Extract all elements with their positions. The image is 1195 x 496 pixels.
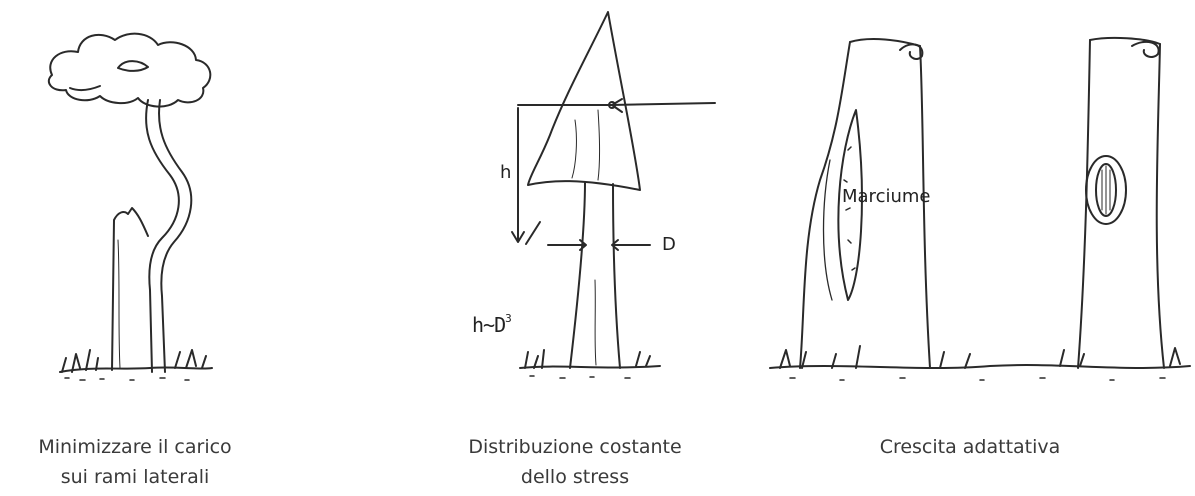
formula-h-D3: h~D3 [472, 312, 511, 337]
caption-line-1: Crescita adattativa [820, 432, 1120, 462]
formula-base: h~D [472, 313, 505, 337]
label-decay: Marciume [842, 186, 930, 207]
caption-line-2: dello stress [400, 462, 750, 492]
tree-lateral-branch-drawing [0, 0, 330, 400]
label-h: h [500, 162, 511, 183]
panel-constant-stress: h D h~D3 Distribuzione costante dello st… [400, 0, 760, 496]
mushroom-tree-drawing [400, 0, 760, 400]
caption-minimize-load: Minimizzare il carico sui rami laterali [0, 432, 270, 492]
caption-line-1: Distribuzione costante [400, 432, 750, 462]
panel-minimize-load: Minimizzare il carico sui rami laterali [0, 0, 330, 496]
caption-line-1: Minimizzare il carico [0, 432, 270, 462]
caption-adaptive-growth: Crescita adattativa [820, 432, 1120, 462]
formula-exponent: 3 [505, 312, 511, 325]
caption-constant-stress: Distribuzione costante dello stress [400, 432, 750, 492]
panel-adaptive-growth: Marciume Crescita adattativa [760, 0, 1195, 496]
label-D: D [662, 234, 676, 255]
trunks-with-decay-drawing [760, 0, 1195, 400]
caption-line-2: sui rami laterali [0, 462, 270, 492]
